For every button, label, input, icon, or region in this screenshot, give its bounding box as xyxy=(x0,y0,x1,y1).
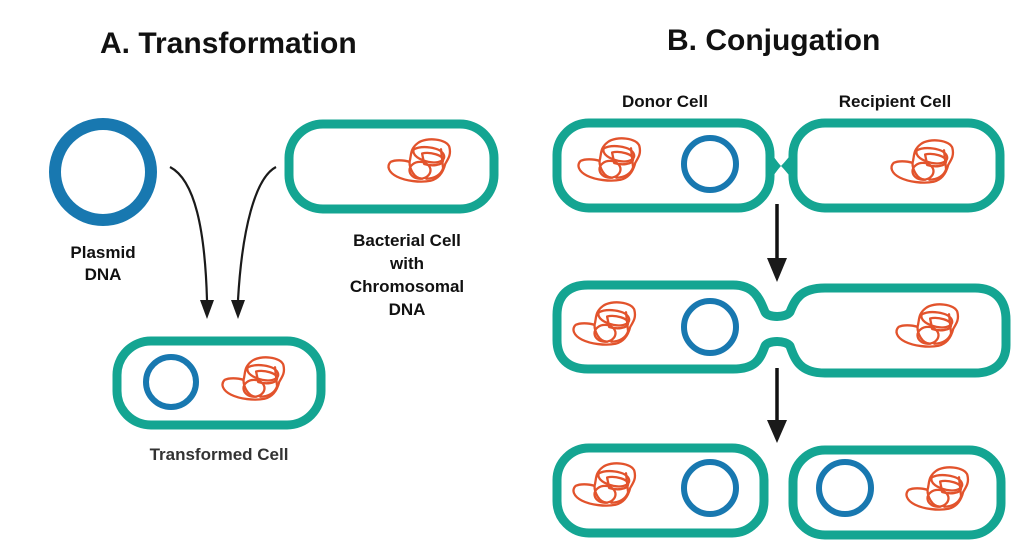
plasmid-label-line1: Plasmid xyxy=(70,243,135,262)
donor-plasmid-icon xyxy=(681,135,739,193)
arrowhead-left xyxy=(200,300,214,319)
bridged-cells xyxy=(552,280,1011,378)
transformed-cell-label: Transformed Cell xyxy=(150,445,289,464)
recipient-cell-label: Recipient Cell xyxy=(839,92,951,111)
plasmid-dna-icon xyxy=(49,118,157,226)
conjugation-stage-1 xyxy=(552,118,1005,213)
bacterial-label-line3: Chromosomal xyxy=(350,277,464,296)
stage3-donor-plasmid-icon xyxy=(681,459,739,517)
stage3-recipient-plasmid-icon xyxy=(816,459,874,517)
recipient-cell-stage3 xyxy=(788,445,1006,540)
donor-cell-label: Donor Cell xyxy=(622,92,708,111)
panel-b-title: B. Conjugation xyxy=(667,24,880,57)
plasmid-label-line2: DNA xyxy=(85,265,122,284)
contact-bridge xyxy=(768,150,795,182)
transformed-plasmid-icon xyxy=(143,354,199,410)
recipient-cell-stage1 xyxy=(788,118,1005,213)
arrow-plasmid-to-cell xyxy=(169,166,209,301)
panel-a-title: A. Transformation xyxy=(100,27,357,60)
bacterial-label-line2: with xyxy=(389,254,424,273)
arrow-cell-to-transformed xyxy=(236,166,277,301)
bacterial-label-line4: DNA xyxy=(389,300,426,319)
bacterial-label-line1: Bacterial Cell xyxy=(353,231,461,250)
conjugation-stage-3 xyxy=(552,443,1006,540)
arrowhead-stage1 xyxy=(767,258,787,282)
arrowhead-right xyxy=(231,300,245,319)
conjugation-stage-2 xyxy=(552,280,1011,378)
bacterial-cell xyxy=(284,119,499,214)
arrowhead-stage2 xyxy=(767,420,787,443)
stage2-plasmid-icon xyxy=(681,298,739,356)
